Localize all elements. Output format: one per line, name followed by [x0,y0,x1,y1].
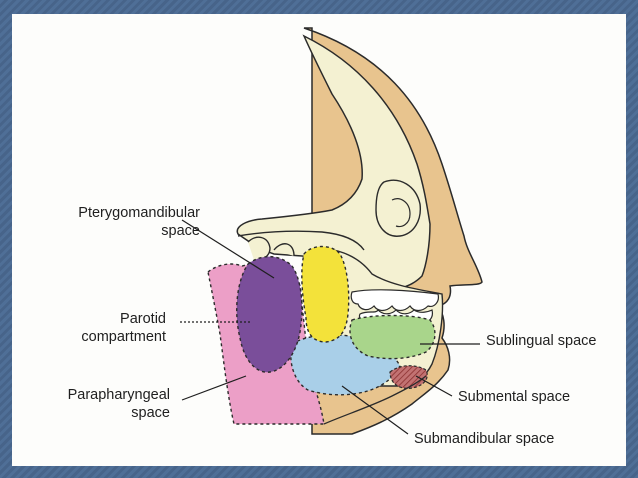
neck-outline [323,375,427,425]
diagram-panel: Pterygomandibular space Parotid compartm… [12,14,626,466]
orbit-inner [391,198,411,228]
orbit [375,179,421,237]
leader-parapharyngeal [181,375,247,401]
label-submandibular: Submandibular space [414,430,554,448]
label-parapharyngeal-line2: space [131,405,170,421]
label-submental: Submental space [458,388,570,406]
label-submandibular-text: Submandibular space [414,431,555,447]
label-pterygomandibular: Pterygomandibular space [14,204,200,240]
label-pterygomandibular-line2: space [161,223,200,239]
pterygomandibular-space [236,256,303,373]
label-parotid-line2: compartment [81,329,166,345]
sublingual-space [349,314,436,360]
submental-space [389,365,428,389]
label-parapharyngeal: Parapharyngeal space [14,386,170,422]
head-cross-section-diagram [180,27,483,435]
label-parotid: Parotid compartment [14,310,166,346]
label-submental-text: Submental space [458,389,571,405]
leader-submental [415,375,453,397]
label-parotid-line1: Parotid [120,311,166,327]
masseteric-space [301,245,350,343]
coronoid [273,243,295,257]
zygomatic-arch [237,230,365,251]
leader-pterygomandibular [181,219,275,279]
label-parapharyngeal-line1: Parapharyngeal [67,387,170,403]
label-pterygomandibular-line1: Pterygomandibular [78,205,200,221]
leader-submandibular [341,385,409,435]
label-sublingual-text: Sublingual space [486,333,597,349]
label-sublingual: Sublingual space [486,332,596,350]
upper-teeth [350,289,439,312]
